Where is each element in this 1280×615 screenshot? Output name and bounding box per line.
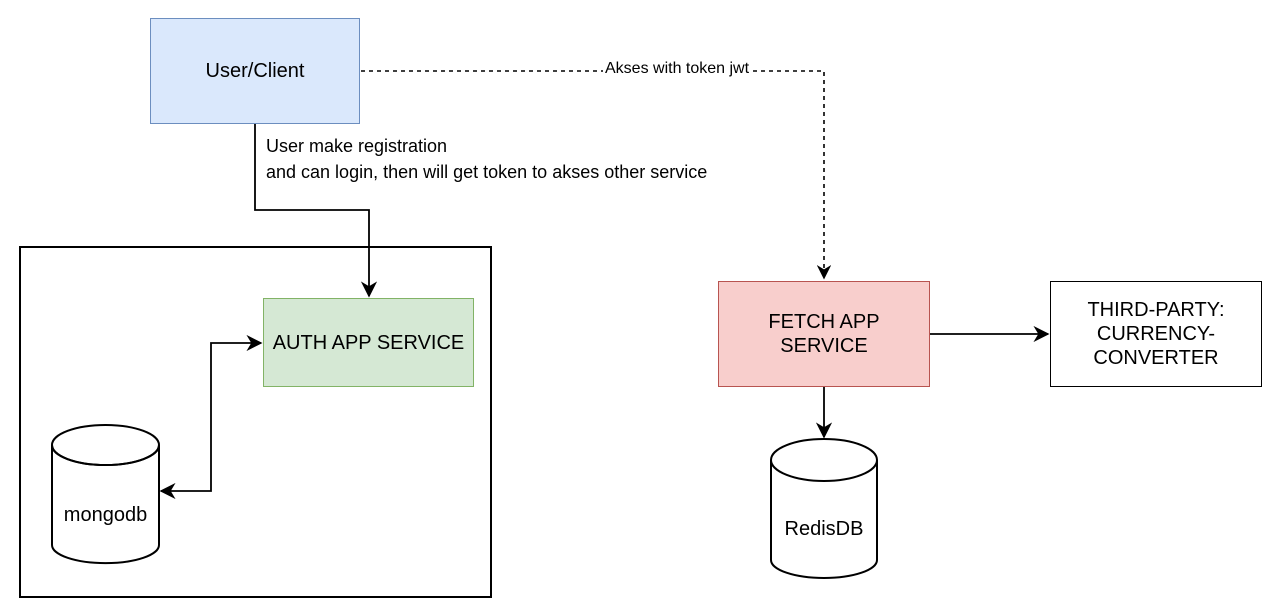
fetch-app-service-node[interactable]: FETCH APP SERVICE: [718, 281, 930, 387]
redisdb-cylinder: [770, 438, 878, 579]
auth-app-service-node[interactable]: AUTH APP SERVICE: [263, 298, 474, 387]
edge-user-to-fetch: [361, 70, 832, 280]
registration-line-2: and can login, then will get token to ak…: [266, 162, 708, 182]
registration-line-1: User make registration: [266, 136, 448, 156]
user-client-node[interactable]: User/Client: [150, 18, 360, 124]
third-party-label: THIRD-PARTY: CURRENCY-CONVERTER: [1087, 299, 1225, 369]
jwt-access-edge-label: Akses with token jwt: [603, 56, 752, 82]
auth-app-service-label: AUTH APP SERVICE: [272, 331, 465, 354]
third-party-currency-converter-node[interactable]: THIRD-PARTY: CURRENCY-CONVERTER: [1050, 281, 1262, 387]
redisdb-label: RedisDB: [784, 518, 864, 540]
edge-user-to-auth: [254, 124, 378, 298]
user-client-label: User/Client: [205, 60, 305, 82]
mongodb-cylinder: [51, 424, 160, 565]
edge-auth-mongodb: [159, 334, 263, 500]
auth-service-boundary: [19, 246, 492, 598]
registration-edge-label: User make registration and can login, th…: [266, 133, 707, 185]
fetch-app-service-label: FETCH APP SERVICE: [768, 311, 880, 357]
mongodb-label: mongodb: [63, 504, 148, 526]
